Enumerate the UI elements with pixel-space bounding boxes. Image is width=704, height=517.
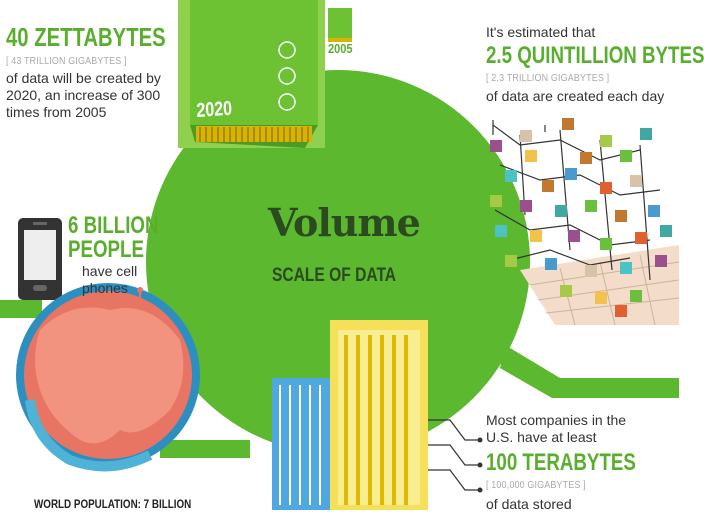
- quintillion-bracket: [ 2.3 TRILLION GIGABYTES ]: [486, 72, 610, 84]
- chip-2005-label: 2005: [328, 41, 353, 56]
- zettabytes-body-line: times from 2005: [6, 104, 107, 120]
- terabytes-intro-2: U.S. have at least: [486, 429, 597, 445]
- chip-2020-graphic: [178, 0, 325, 148]
- green-pipe-left: [0, 300, 42, 318]
- chip-2005-graphic: [328, 8, 352, 42]
- globe-graphic: [16, 283, 200, 472]
- people-body-2: phones: [82, 280, 128, 296]
- zettabytes-bracket: [ 43 TRILLION GIGABYTES ]: [6, 55, 127, 67]
- background-artwork: [0, 0, 680, 510]
- quintillion-body: of data are created each day: [486, 88, 665, 104]
- cell-phone-graphic: [18, 218, 62, 300]
- terabytes-bracket: [ 100,000 GIGABYTES ]: [486, 479, 586, 491]
- green-pipe-right: [500, 345, 679, 398]
- buildings-graphic: [272, 320, 483, 510]
- zettabytes-body-line: 2020, an increase of 300: [6, 87, 161, 103]
- quintillion-headline: 2.5 QUINTILLION BYTES: [486, 42, 704, 69]
- zettabytes-headline: 40 ZETTABYTES: [6, 22, 166, 52]
- world-population-label: WORLD POPULATION: 7 BILLION: [34, 497, 192, 511]
- quintillion-intro: It's estimated that: [486, 24, 596, 40]
- chip-2020-label: 2020: [196, 97, 233, 122]
- center-subtitle: SCALE OF DATA: [272, 265, 397, 286]
- terabytes-body: of data stored: [486, 496, 572, 512]
- people-body-1: have cell: [82, 263, 138, 279]
- people-headline-2: PEOPLE: [68, 236, 144, 263]
- terabytes-intro-1: Most companies in the: [486, 412, 627, 428]
- terabytes-headline: 100 TERABYTES: [486, 449, 636, 476]
- center-title: Volume: [268, 200, 421, 245]
- people-headline-1: 6 BILLION: [68, 212, 159, 239]
- volume-circle: [146, 70, 530, 454]
- zettabytes-body-line: of data will be created by: [6, 70, 161, 86]
- green-pipe-bottom: [160, 440, 250, 458]
- data-cube-network: [490, 118, 680, 326]
- zettabytes-body: of data will be created by 2020, an incr…: [6, 70, 161, 121]
